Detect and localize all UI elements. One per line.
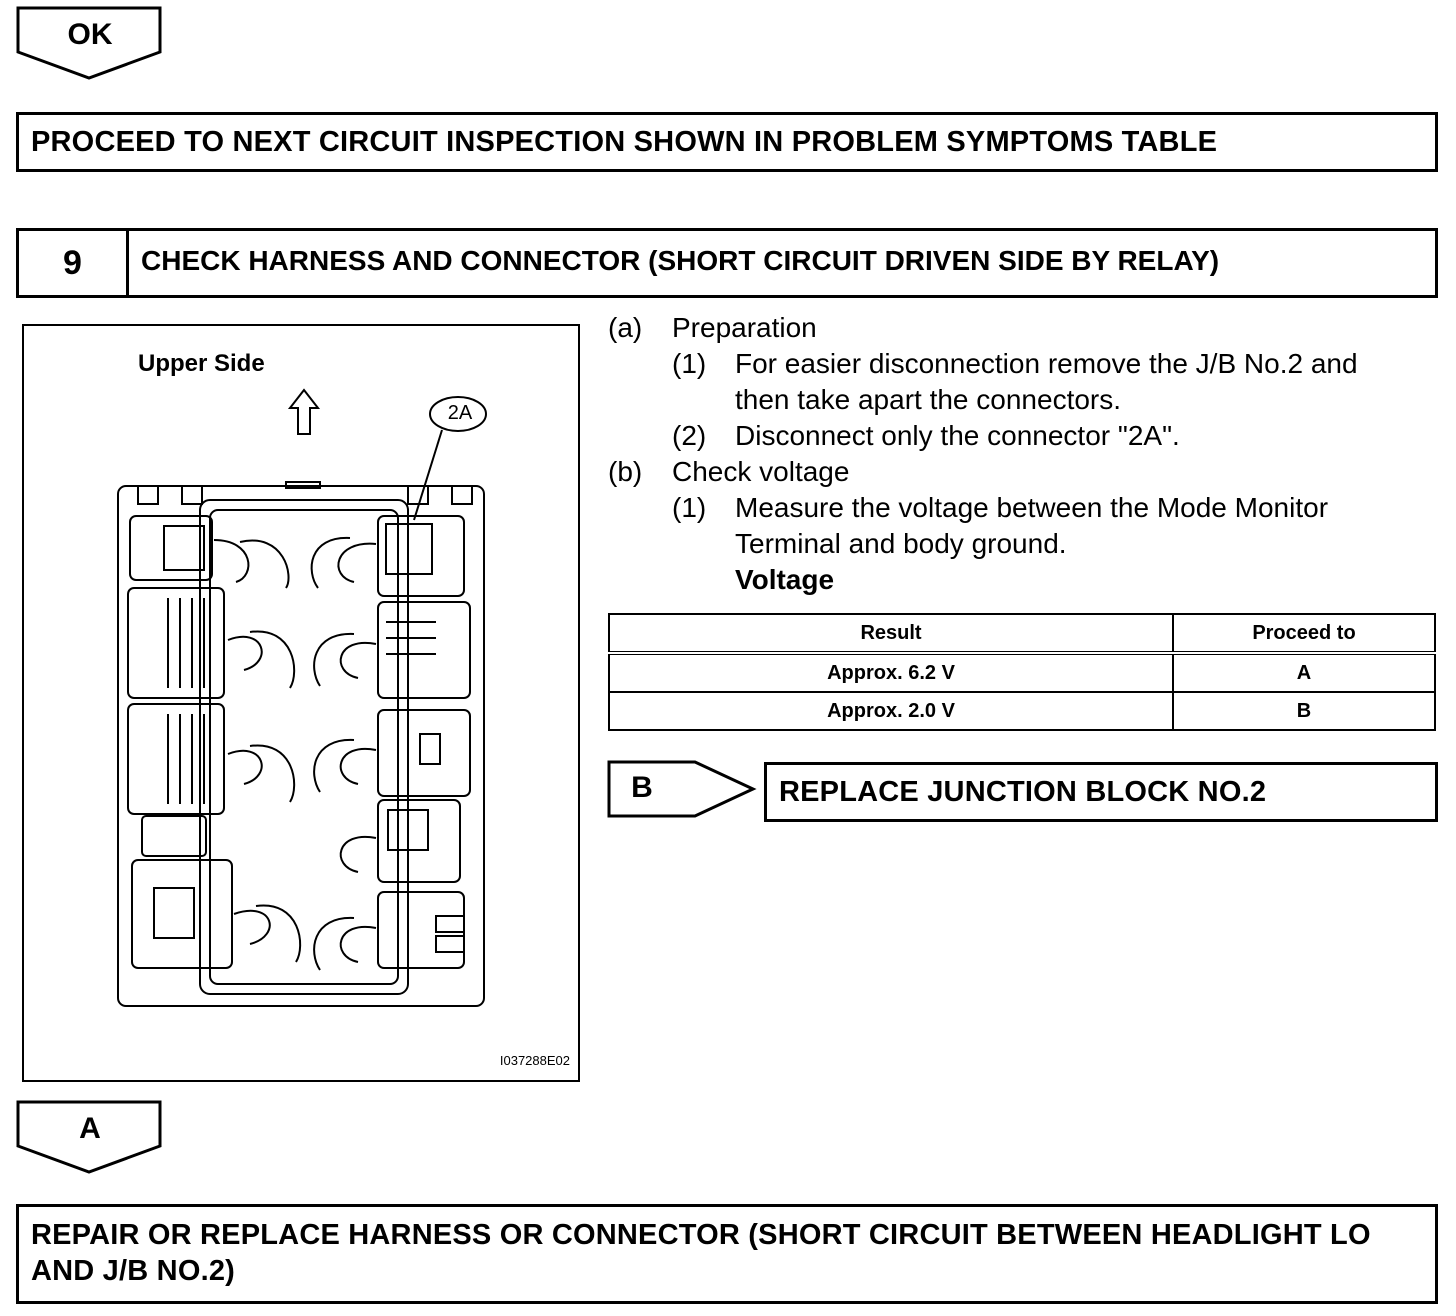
junction-block-drawing — [117, 388, 487, 1007]
step-b-marker: (b) — [608, 456, 643, 487]
table-cell-proceed: B — [1172, 691, 1436, 731]
b-tag-label: B — [631, 771, 653, 804]
step-a1-line2: then take apart the connectors. — [735, 384, 1122, 415]
table-header-proceed: Proceed to — [1172, 613, 1436, 655]
up-arrow-icon — [287, 388, 321, 435]
table-cell-proceed: A — [1172, 652, 1436, 693]
figure-id: I037288E02 — [499, 1053, 570, 1068]
step-b1-marker: (1) — [672, 492, 707, 523]
replace-result-box: REPLACE JUNCTION BLOCK NO.2 — [764, 762, 1438, 822]
voltage-heading: Voltage — [735, 564, 835, 595]
a-tag-label: A — [79, 1112, 101, 1145]
result-table: Result Proceed to Approx. 6.2 V A Approx… — [608, 613, 1436, 731]
junction-block-figure: Upper Side I037288E02 — [22, 324, 580, 1082]
step-header: 9 CHECK HARNESS AND CONNECTOR (SHORT CIR… — [16, 228, 1438, 298]
step-a1-marker: (1) — [672, 348, 707, 379]
step-a-marker: (a) — [608, 312, 643, 343]
table-cell-result: Approx. 2.0 V — [608, 691, 1174, 731]
table-header-row: Result Proceed to — [608, 613, 1436, 655]
step-number: 9 — [19, 231, 129, 295]
ok-tag-label: OK — [67, 18, 113, 51]
step-a-text: Preparation — [672, 312, 817, 343]
step-b1-line2: Terminal and body ground. — [735, 528, 1067, 559]
step-b-text: Check voltage — [672, 456, 850, 487]
repair-result-line2: AND J/B NO.2) — [31, 1255, 236, 1287]
connector-2a-label: 2A — [447, 402, 473, 424]
upper-side-label: Upper Side — [138, 350, 265, 377]
step-a2-marker: (2) — [672, 420, 707, 451]
table-row: Approx. 2.0 V B — [608, 691, 1436, 731]
b-tag-shape — [607, 760, 757, 818]
proceed-result-text: PROCEED TO NEXT CIRCUIT INSPECTION SHOWN… — [31, 126, 1218, 158]
table-header-result: Result — [608, 613, 1174, 655]
step-a2-text: Disconnect only the connector "2A". — [735, 420, 1180, 451]
step-b1-line1: Measure the voltage between the Mode Mon… — [735, 492, 1329, 523]
repair-result-box: REPAIR OR REPLACE HARNESS OR CONNECTOR (… — [16, 1204, 1438, 1304]
ok-tag-shape — [16, 6, 162, 80]
replace-result-text: REPLACE JUNCTION BLOCK NO.2 — [779, 776, 1267, 808]
proceed-result-box: PROCEED TO NEXT CIRCUIT INSPECTION SHOWN… — [16, 112, 1438, 172]
table-row: Approx. 6.2 V A — [608, 652, 1436, 693]
table-cell-result: Approx. 6.2 V — [608, 652, 1174, 693]
repair-result-line1: REPAIR OR REPLACE HARNESS OR CONNECTOR (… — [31, 1219, 1371, 1251]
step-title: CHECK HARNESS AND CONNECTOR (SHORT CIRCU… — [141, 245, 1220, 276]
connector-callout-icon — [429, 396, 487, 432]
a-tag-shape — [16, 1100, 162, 1174]
step-a1-line1: For easier disconnection remove the J/B … — [735, 348, 1358, 379]
